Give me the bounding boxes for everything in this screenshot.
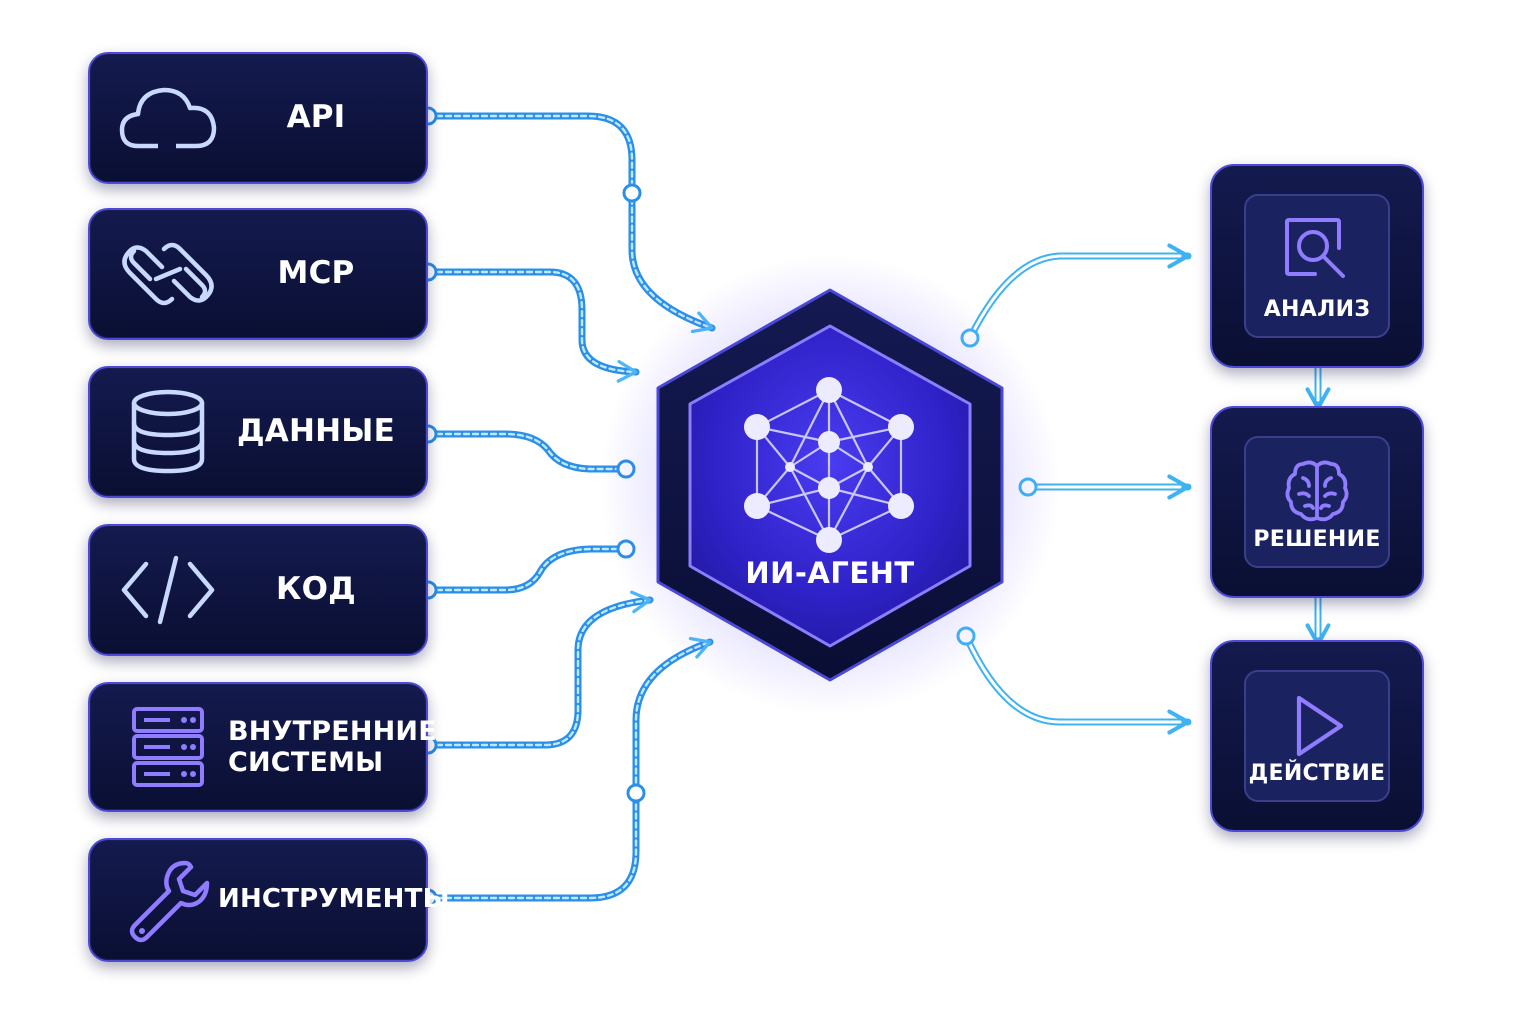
play-icon (1246, 690, 1388, 762)
output-label-decision: РЕШЕНИЕ (1253, 527, 1381, 552)
source-box-mcp[interactable]: MCP (88, 208, 428, 340)
source-label-data: ДАННЫЕ (237, 413, 395, 450)
neural-network-icon (744, 377, 914, 553)
source-label-tools: ИНСТРУМЕНТЫ (218, 884, 450, 915)
output-box-decision[interactable]: РЕШЕНИЕ (1210, 406, 1424, 598)
output-label-action: ДЕЙСТВИЕ (1248, 761, 1386, 786)
source-label-mcp: MCP (277, 255, 355, 292)
output-panel-analysis: АНАЛИЗ (1244, 194, 1390, 338)
source-box-api[interactable]: API (88, 52, 428, 184)
connector-internal (424, 596, 654, 749)
output-panel-decision: РЕШЕНИЕ (1244, 436, 1390, 568)
output-label-analysis: АНАЛИЗ (1263, 297, 1371, 322)
connector-data (424, 430, 630, 473)
source-box-tools[interactable]: ИНСТРУМЕНТЫ (88, 838, 450, 962)
connector-analysis (966, 243, 1192, 342)
code-icon (116, 545, 220, 635)
source-label-api: API (286, 99, 346, 136)
server-icon (116, 702, 220, 792)
source-box-data[interactable]: ДАННЫЕ (88, 366, 428, 498)
source-box-code[interactable]: КОД (88, 524, 428, 656)
output-box-analysis[interactable]: АНАЛИЗ (1210, 164, 1424, 368)
search-analysis-icon (1246, 214, 1388, 286)
connector-mcp (424, 268, 640, 376)
database-icon (116, 387, 220, 477)
source-box-internal-systems[interactable]: ВНУТРЕННИЕ СИСТЕМЫ (88, 682, 437, 812)
output-box-action[interactable]: ДЕЙСТВИЕ (1210, 640, 1424, 832)
connector-action (962, 632, 1192, 735)
source-label-code: КОД (276, 571, 356, 608)
agent-title: ИИ-АГЕНТ (745, 556, 915, 590)
output-panel-action: ДЕЙСТВИЕ (1244, 670, 1390, 802)
brain-icon (1246, 456, 1388, 528)
source-label-internal-systems: ВНУТРЕННИЕ СИСТЕМЫ (228, 715, 437, 778)
connector-tools (424, 638, 714, 902)
wrench-icon (116, 855, 220, 945)
cloud-icon (116, 73, 220, 163)
connector-api (424, 112, 716, 332)
link-icon (116, 229, 220, 319)
